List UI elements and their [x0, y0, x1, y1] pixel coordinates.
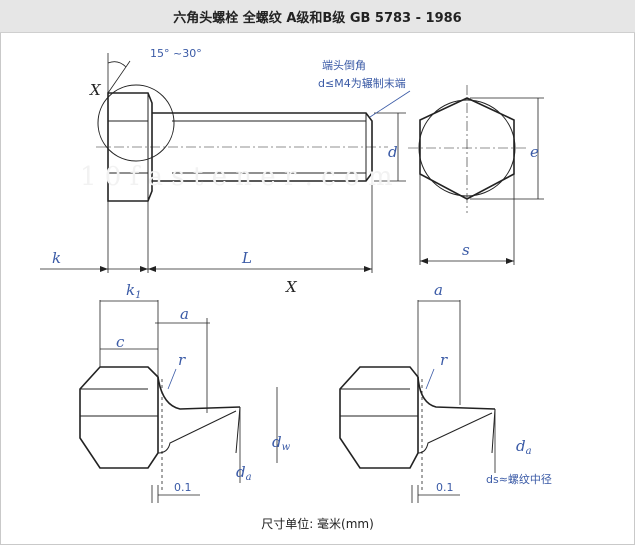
label-k1: k1: [126, 281, 141, 301]
label-L: L: [241, 249, 252, 267]
technical-drawing: 1 0 f a s t e n e r . c o m 15° ~30° X 端…: [40, 47, 552, 503]
label-e: e: [530, 143, 539, 161]
value-right: 0.1: [436, 481, 454, 494]
watermark: 1 0 f a s t e n e r . c o m: [80, 162, 393, 192]
label-da-left: da: [236, 463, 252, 483]
label-a-left: a: [180, 305, 189, 323]
figure-title: 六角头螺栓 全螺纹 A级和B级 GB 5783 - 1986: [0, 0, 635, 33]
x-detail-mark: X: [89, 81, 102, 99]
label-a-right: a: [434, 281, 443, 299]
detail-right: [339, 300, 496, 503]
label-s: s: [462, 241, 470, 259]
label-d: d: [388, 143, 398, 161]
unit-caption: 尺寸单位: 毫米(mm): [261, 517, 374, 531]
label-k: k: [52, 249, 61, 267]
hex-end-view: [408, 85, 544, 265]
detail-left: [79, 300, 278, 503]
bolt-side-view: 1 0 f a s t e n e r . c o m: [40, 53, 411, 273]
value-left: 0.1: [174, 481, 192, 494]
label-r-right: r: [440, 351, 448, 369]
label-da-right: da: [516, 437, 532, 457]
label-dw: dw: [272, 433, 291, 453]
chamfer-note-line1: 端头倒角: [322, 59, 366, 72]
section-label-X: X: [285, 278, 298, 296]
angle-label: 15° ~30°: [150, 47, 202, 60]
chamfer-note-line2: d≤M4为辗制末端: [318, 76, 406, 90]
label-c: c: [116, 333, 125, 351]
ds-note: ds≈螺纹中径: [486, 472, 552, 486]
label-r-left: r: [178, 351, 186, 369]
